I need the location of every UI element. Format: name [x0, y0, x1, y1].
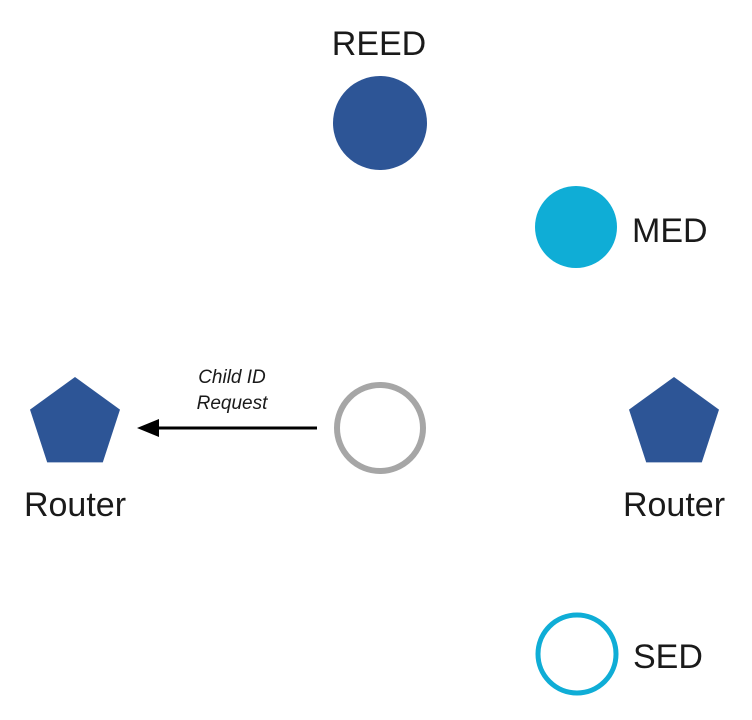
router-left-pentagon-icon[interactable]: [30, 377, 120, 463]
child-id-request-arrowhead-icon: [137, 419, 159, 437]
node-reed-label: REED: [332, 25, 426, 63]
node-med-label: MED: [632, 212, 708, 250]
node-router-left-label: Router: [24, 486, 126, 524]
edge-label-line2: Request: [197, 393, 268, 414]
router-right-pentagon-icon[interactable]: [629, 377, 719, 463]
edge-child-id-request: Child ID Request: [137, 367, 317, 437]
node-router-left[interactable]: Router: [24, 377, 126, 524]
node-joining-device[interactable]: [334, 382, 426, 474]
node-router-right[interactable]: Router: [623, 377, 725, 524]
joining-device-circle-icon[interactable]: [334, 382, 426, 474]
node-med[interactable]: MED: [535, 186, 708, 268]
med-circle-icon[interactable]: [535, 186, 617, 268]
node-reed[interactable]: REED: [332, 25, 427, 170]
node-sed[interactable]: SED: [535, 612, 703, 696]
node-router-right-label: Router: [623, 486, 725, 524]
edge-label-line1: Child ID: [198, 367, 266, 388]
reed-circle-icon[interactable]: [333, 76, 427, 170]
sed-circle-icon[interactable]: [535, 612, 619, 696]
node-sed-label: SED: [633, 638, 703, 676]
